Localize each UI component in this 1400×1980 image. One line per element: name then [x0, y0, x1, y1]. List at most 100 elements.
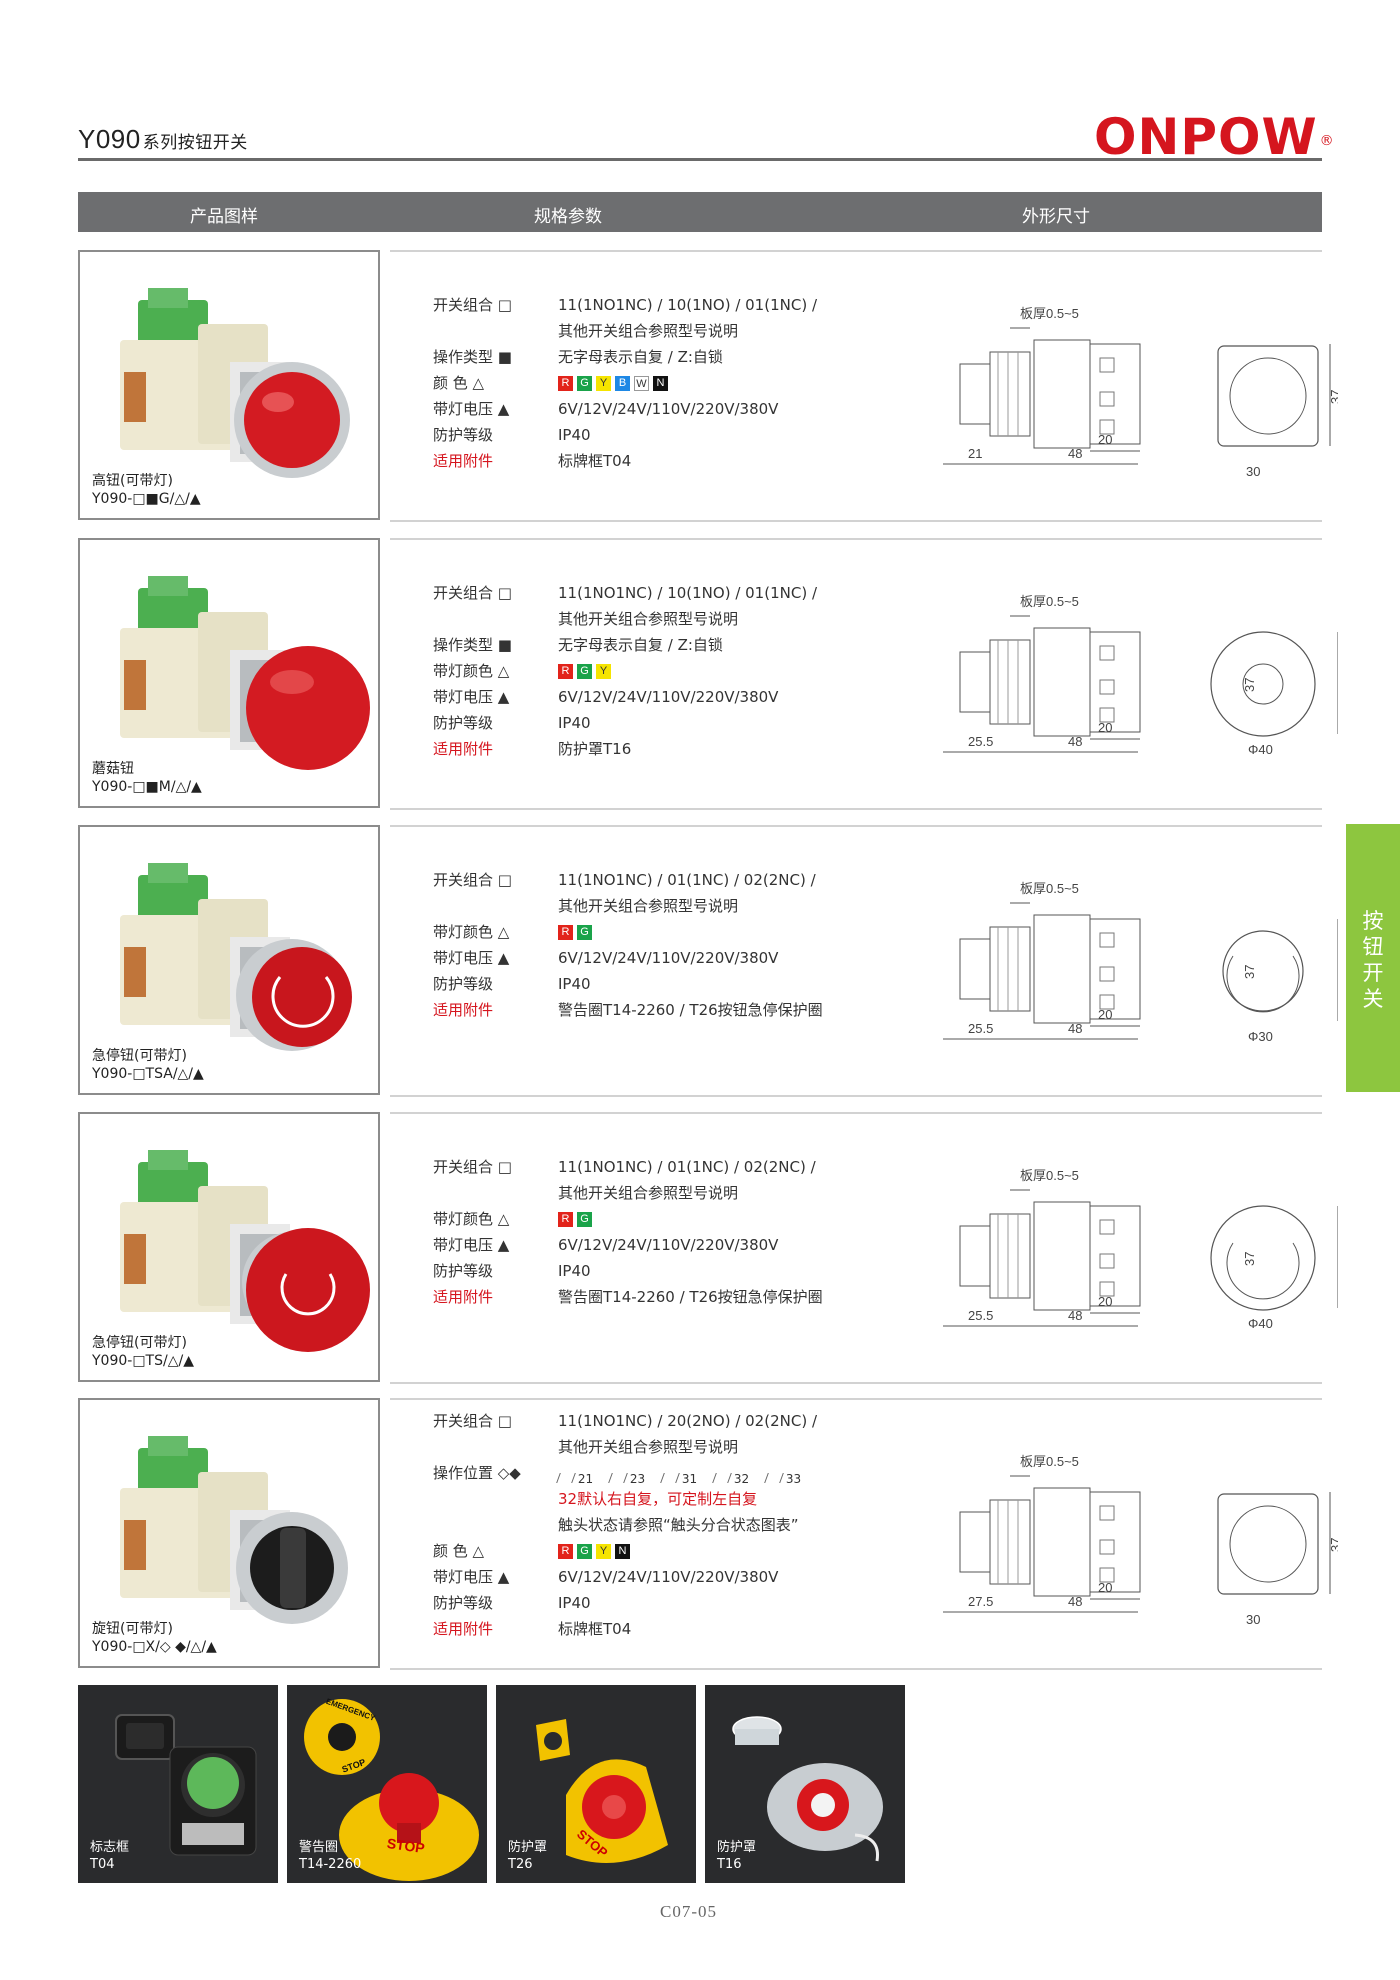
dim-height: 37	[1242, 1252, 1257, 1266]
product-model: Y090-□X/◇ ◆/△/▲	[92, 1639, 217, 1655]
spec-value: 无字母表示自复 / Z:自锁	[558, 348, 723, 366]
dim-width: Φ40	[1248, 1316, 1273, 1331]
dim-rear: 20	[1098, 432, 1112, 447]
accessory-code: T14-2260	[299, 1857, 362, 1872]
product-name: 急停钮(可带灯)	[92, 1335, 187, 1351]
accessory-code: T26	[508, 1857, 533, 1872]
spec-value: 11(1NO1NC) / 10(1NO) / 01(1NC) /	[558, 296, 817, 314]
spec-label: 带灯电压 ▲	[433, 1236, 510, 1254]
product-photo	[120, 576, 370, 770]
product-photo	[120, 863, 352, 1051]
color-chip: R	[558, 664, 573, 679]
spec-label: 适用附件	[433, 452, 494, 470]
color-chip: Y	[596, 1544, 611, 1559]
dim-thickness: 板厚0.5~5	[1020, 594, 1079, 609]
spec-value: 6V/12V/24V/110V/220V/380V	[558, 688, 779, 706]
color-chip: R	[558, 925, 573, 940]
dim-front: 25.5	[968, 1021, 993, 1036]
spec-value: 其他开关组合参照型号说明	[558, 1184, 739, 1202]
spec-value: 其他开关组合参照型号说明	[558, 897, 739, 915]
spec-value: IP40	[558, 714, 591, 732]
row-top-rule	[390, 250, 1322, 252]
spec-label: 操作类型 ■	[433, 348, 512, 366]
dim-rear: 20	[1098, 720, 1112, 735]
spec-label: 开关组合 □	[433, 1158, 512, 1176]
position-diagram: 23	[608, 1466, 662, 1492]
color-chip: R	[558, 376, 573, 391]
color-chip: Y	[596, 664, 611, 679]
accessory-t26: STOP 防护罩 T26	[496, 1685, 696, 1883]
row-bottom-rule	[390, 1382, 1322, 1384]
side-tab-category: 按钮开关	[1346, 824, 1400, 1092]
spec-value: 11(1NO1NC) / 01(1NC) / 02(2NC) /	[558, 1158, 816, 1176]
dim-body: 48	[1068, 446, 1082, 461]
dimension-drawing: 板厚0.5~5 25.5 48 20 Φ40 37	[943, 1168, 1339, 1331]
dim-width: Φ40	[1248, 742, 1273, 757]
color-chip: R	[558, 1212, 573, 1227]
page-number: C07-05	[660, 1902, 717, 1921]
dimension-drawing: 板厚0.5~5 27.5 48 20 30 37	[943, 1454, 1343, 1627]
spec-label: 开关组合 □	[433, 296, 512, 314]
accessory-name: 防护罩	[508, 1840, 548, 1855]
dim-front: 21	[968, 446, 982, 461]
product-name: 高钮(可带灯)	[92, 473, 173, 489]
spec-label: 带灯电压 ▲	[433, 688, 510, 706]
spec-value: 11(1NO1NC) / 10(1NO) / 01(1NC) /	[558, 584, 817, 602]
dimension-block: 板厚0.5~5 25.5 48 20 Φ40 37	[938, 1148, 1339, 1342]
dim-width: 30	[1246, 464, 1260, 476]
spec-label: 操作类型 ■	[433, 636, 512, 654]
product-image-box: 高钮(可带灯)Y090-□■G/△/▲	[78, 250, 380, 520]
product-image-box: 旋钮(可带灯)Y090-□X/◇ ◆/△/▲	[78, 1398, 380, 1668]
row-top-rule	[390, 538, 1322, 540]
product-row: 旋钮(可带灯)Y090-□X/◇ ◆/△/▲开关组合 □11(1NO1NC) /…	[78, 1398, 1343, 1670]
row-bottom-rule	[390, 520, 1322, 522]
spec-value: 6V/12V/24V/110V/220V/380V	[558, 949, 779, 967]
spec-label: 适用附件	[433, 1001, 494, 1019]
clear-cover-image	[732, 1716, 883, 1862]
spec-value: 标牌框T04	[558, 1620, 632, 1638]
product-name: 蘑菇钮	[92, 761, 134, 777]
row-top-rule	[390, 1112, 1322, 1114]
position-diagram: 21	[556, 1466, 610, 1492]
dimension-drawing: 板厚0.5~5 25.5 48 20 Φ40 37	[943, 594, 1339, 757]
spec-value: 其他开关组合参照型号说明	[558, 610, 739, 628]
dimension-block: 板厚0.5~5 25.5 48 20 Φ30 37	[938, 861, 1339, 1055]
color-chip: N	[653, 376, 668, 391]
color-chip: G	[577, 376, 592, 391]
dim-front: 25.5	[968, 734, 993, 749]
spec-label: 带灯颜色 △	[433, 1210, 510, 1228]
dim-rear: 20	[1098, 1294, 1112, 1309]
protective-guard-image: STOP	[536, 1719, 668, 1863]
color-chip: B	[615, 376, 630, 391]
color-chip: G	[577, 925, 592, 940]
spec-value: 11(1NO1NC) / 20(2NO) / 02(2NC) /	[558, 1412, 817, 1430]
row-top-rule	[390, 825, 1322, 827]
spec-value: 6V/12V/24V/110V/220V/380V	[558, 1236, 779, 1254]
spec-label: 带灯颜色 △	[433, 923, 510, 941]
spec-value: IP40	[558, 1262, 591, 1280]
spec-label: 带灯电压 ▲	[433, 949, 510, 967]
spec-value: 6V/12V/24V/110V/220V/380V	[558, 400, 779, 418]
position-diagram: 33	[764, 1466, 818, 1492]
color-chip: G	[577, 664, 592, 679]
product-photo	[120, 288, 350, 478]
product-photo	[120, 1150, 370, 1352]
product-photo	[120, 1436, 348, 1624]
accessory-name: 警告圈	[299, 1840, 339, 1855]
spec-label: 防护等级	[433, 426, 494, 444]
spec-value: 其他开关组合参照型号说明	[558, 1438, 739, 1456]
spec-label: 适用附件	[433, 740, 494, 758]
dimension-block: 板厚0.5~5 27.5 48 20 30 37	[938, 1434, 1343, 1628]
spec-label: 防护等级	[433, 1262, 494, 1280]
spec-label: 防护等级	[433, 714, 494, 732]
dimension-block: 板厚0.5~5 21 48 20 30 37	[938, 286, 1343, 480]
dimension-drawing: 板厚0.5~5 25.5 48 20 Φ30 37	[943, 881, 1339, 1044]
frame-t04-image	[115, 1714, 257, 1856]
dim-rear: 20	[1098, 1580, 1112, 1595]
dim-rear: 20	[1098, 1007, 1112, 1022]
spec-value: 防护罩T16	[558, 740, 632, 758]
spec-label: 操作位置 ◇◆	[433, 1464, 521, 1482]
row-bottom-rule	[390, 1095, 1322, 1097]
spec-label: 防护等级	[433, 975, 494, 993]
